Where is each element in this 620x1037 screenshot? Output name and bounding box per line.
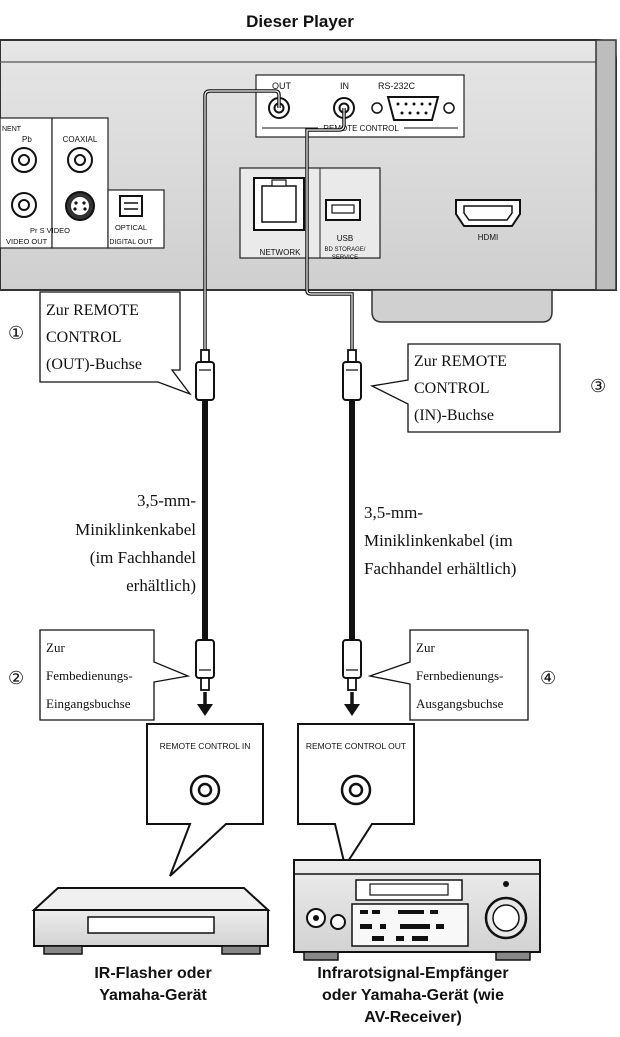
callout-1-line-3: (OUT)-Buchse (46, 356, 142, 373)
callout-4-line-2: Fernbedienungs- (416, 668, 503, 683)
coaxial-jack (67, 147, 93, 173)
usb-label: USB (337, 234, 353, 243)
hdmi-port (455, 199, 521, 227)
optical-label: OPTICAL (115, 223, 147, 232)
right-bottom-plug (342, 639, 362, 691)
callout-2-line-1: Zur (46, 640, 65, 655)
callout-1-number: ① (8, 323, 24, 343)
callout-2-line-2: Fembedienungs- (46, 668, 133, 683)
av-receiver-device (293, 859, 541, 961)
pb-jack (11, 147, 37, 173)
callout-2: Zur Fembedienungs- Eingangsbuchse (39, 629, 191, 721)
rs232c-label: RS-232C (378, 81, 416, 91)
callout-3-number: ③ (590, 376, 606, 396)
usb-sub2-label: SERVICE (332, 255, 358, 261)
callout-4-line-1: Zur (416, 640, 435, 655)
network-port (253, 177, 305, 231)
cable-left-label: 3,5-mm- Miniklinkenkabel (im Fachhandel … (75, 491, 196, 595)
pr-jack (11, 192, 37, 218)
component-label: NENT (2, 126, 22, 133)
ir-flasher-caption: IR-Flasher oder Yamaha-Gerät (94, 965, 211, 1004)
right-cable (305, 108, 355, 640)
callout-1: Zur REMOTE CONTROL (OUT)-Buchse (39, 291, 192, 396)
callout-3-line-1: Zur REMOTE (414, 353, 507, 370)
right-caption-line-3: AV-Receiver) (364, 1009, 462, 1026)
left-caption-line-1: IR-Flasher oder (94, 965, 211, 982)
callout-4: Zur Fernbedienungs- Ausgangsbuchse (367, 629, 529, 721)
cable-left-line-4: erhältlich) (126, 576, 196, 595)
bubble-remote-control-out: REMOTE CONTROL OUT (297, 723, 415, 869)
callout-2-line-3: Eingangsbuchse (46, 696, 131, 711)
cable-left-line-2: Miniklinkenkabel (75, 520, 196, 539)
callout-4-line-3: Ausgangsbuchse (416, 696, 504, 711)
ir-flasher-device (31, 887, 271, 955)
callout-3-line-3: (IN)-Buchse (414, 407, 494, 424)
cable-right-label: 3,5-mm- Miniklinkenkabel (im Fachhandel … (364, 503, 516, 578)
cable-left-line-1: 3,5-mm- (137, 491, 196, 510)
remote-control-label: REMOTE CONTROL (323, 124, 399, 133)
left-cable (202, 89, 281, 640)
remote-in-label: IN (340, 81, 349, 91)
remote-out-label: OUT (272, 81, 292, 91)
callout-1-line-1: Zur REMOTE (46, 302, 139, 319)
right-top-plug (342, 349, 362, 401)
pr-s-video-label: Pr S VIDEO (30, 226, 70, 235)
player-rear-panel: OUT IN RS-232C REMOTE CONTROL NENT Pb (0, 39, 617, 323)
callout-4-number: ④ (540, 668, 556, 688)
cable-right-line-2: Miniklinkenkabel (im (364, 531, 513, 550)
right-caption-line-2: oder Yamaha-Gerät (wie (322, 987, 504, 1004)
callout-3-line-2: CONTROL (414, 380, 490, 397)
network-label: NETWORK (260, 248, 302, 257)
callout-3: Zur REMOTE CONTROL (IN)-Buchse (369, 343, 561, 433)
bubble-left-label: REMOTE CONTROL IN (160, 741, 251, 751)
callout-1-line-2: CONTROL (46, 329, 122, 346)
left-bottom-plug (195, 639, 215, 691)
hdmi-label: HDMI (478, 233, 498, 242)
cable-left-line-3: (im Fachhandel (90, 548, 196, 567)
coaxial-label: COAXIAL (63, 135, 98, 144)
digital-out-label: DIGITAL OUT (109, 239, 153, 246)
video-out-label: VIDEO OUT (6, 237, 48, 246)
usb-port (325, 199, 361, 221)
arrow-down-icon (344, 692, 360, 716)
cable-right-line-1: 3,5-mm- (364, 503, 423, 522)
bubble-right-label: REMOTE CONTROL OUT (306, 741, 406, 751)
s-video-jack (65, 191, 95, 221)
usb-sub1-label: BD STORAGE/ (325, 247, 366, 253)
bubble-remote-control-in: REMOTE CONTROL IN (146, 723, 264, 877)
diagram-title: Dieser Player (246, 12, 354, 31)
callout-2-number: ② (8, 668, 24, 688)
pb-label: Pb (22, 135, 32, 144)
right-caption-line-1: Infrarotsignal-Empfänger (317, 965, 508, 982)
cable-right-line-3: Fachhandel erhältlich) (364, 559, 516, 578)
left-top-plug (195, 349, 215, 401)
arrow-down-icon (197, 692, 213, 716)
rs232c-port (371, 96, 455, 121)
left-caption-line-2: Yamaha-Gerät (99, 987, 207, 1004)
av-receiver-caption: Infrarotsignal-Empfänger oder Yamaha-Ger… (317, 965, 508, 1026)
optical-port (119, 195, 143, 217)
